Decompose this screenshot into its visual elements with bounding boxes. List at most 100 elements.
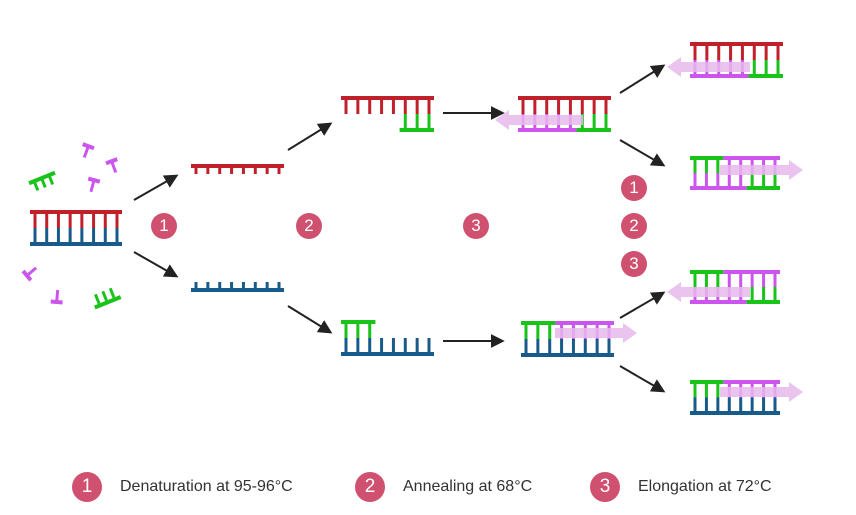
base-pair-rung	[750, 287, 754, 302]
extension-arrow	[667, 57, 750, 77]
base-pair-rung	[536, 339, 540, 355]
base-pair-rung	[762, 173, 766, 188]
base-pair-rung	[704, 173, 708, 188]
strand-backbone	[690, 42, 783, 46]
base-pair-rung	[68, 228, 72, 244]
base-pair-rung	[68, 212, 72, 228]
base-pair-rung	[580, 98, 584, 114]
base-pair-rung	[45, 212, 49, 228]
base-pair-rung	[92, 228, 96, 244]
base-pair-rung	[415, 114, 419, 130]
base-pair-rung	[604, 98, 608, 114]
base-pair-rung	[693, 173, 697, 188]
free-nucleotide	[21, 266, 38, 282]
base-pair-rung	[776, 44, 780, 60]
legend-label: Annealing at 68°C	[403, 478, 533, 495]
base-pair-rung	[560, 339, 564, 355]
base-pair-rung	[344, 322, 348, 338]
base-pair-rung	[729, 44, 733, 60]
primer-rung	[32, 180, 40, 192]
strand-backbone	[521, 353, 614, 357]
legend-badge: 2	[355, 472, 385, 502]
extension-arrow-left	[667, 282, 750, 302]
base-pair-rung	[536, 323, 540, 339]
base-pair-rung	[403, 98, 407, 114]
strand-backbone	[341, 96, 434, 100]
base-pair-rung	[693, 44, 697, 60]
strand-backbone	[30, 242, 122, 246]
legend-badge: 1	[72, 472, 102, 502]
nucleotide-top	[105, 157, 118, 166]
strand-backbone	[746, 186, 780, 190]
strand-backbone	[723, 156, 780, 160]
base-pair-rung	[218, 166, 222, 174]
base-pair-rung	[704, 382, 708, 398]
base-pair-rung	[716, 158, 720, 173]
base-pair-rung	[524, 339, 528, 355]
strand-backbone	[690, 380, 724, 384]
base-pair-rung	[752, 44, 756, 60]
base-pair-rung	[750, 173, 754, 188]
strand-backbone	[723, 380, 780, 384]
base-pair-rung	[253, 282, 257, 290]
base-pair-rung	[557, 98, 561, 114]
base-pair-rung	[716, 272, 720, 287]
strand-backbone	[518, 96, 611, 100]
nucleotide-top	[87, 176, 101, 184]
strand-backbone	[30, 210, 122, 214]
strand-backbone	[690, 186, 747, 190]
base-pair-rung	[776, 60, 780, 76]
single-strand-top	[191, 164, 284, 174]
base-pair-rung	[727, 272, 731, 287]
step-badge-annealing: 2	[296, 213, 322, 239]
base-pair-rung	[571, 339, 575, 355]
free-primer	[28, 170, 56, 192]
extension-arrow	[555, 323, 637, 343]
base-pair-rung	[704, 397, 708, 413]
base-pair-rung	[368, 98, 372, 114]
strand-backbone	[690, 156, 724, 160]
base-pair-rung	[194, 282, 198, 290]
primer-rung	[40, 177, 47, 189]
base-pair-rung	[92, 212, 96, 228]
base-pair-rung	[693, 272, 697, 287]
single-strand-bottom	[191, 282, 284, 292]
base-pair-rung	[716, 382, 720, 398]
extension-arrow	[667, 282, 750, 302]
legend-item-elongation: 3 Elongation at 72°C	[590, 472, 772, 502]
cycle-badge-2: 2	[621, 213, 647, 239]
base-pair-rung	[548, 339, 552, 355]
product-1	[690, 42, 783, 78]
base-pair-rung	[716, 397, 720, 413]
primer-backbone	[94, 295, 122, 310]
step-badge-elongation: 3	[463, 213, 489, 239]
base-pair-rung	[265, 166, 269, 174]
base-pair-rung	[356, 322, 360, 338]
strand-backbone	[555, 321, 614, 325]
arrow-product-1	[619, 64, 666, 94]
strand-backbone	[746, 300, 780, 304]
arrow-denaturation-top	[133, 174, 179, 201]
base-pair-rung	[524, 323, 528, 339]
strand-backbone	[576, 128, 611, 132]
base-pair-rung	[277, 166, 281, 174]
base-pair-rung	[80, 228, 84, 244]
elongating-strand-top	[518, 96, 611, 132]
base-pair-rung	[762, 287, 766, 302]
base-pair-rung	[241, 282, 245, 290]
base-pair-rung	[595, 339, 599, 355]
base-pair-rung	[368, 338, 372, 354]
strand-backbone	[518, 128, 577, 132]
legend-badge: 3	[590, 472, 620, 502]
base-pair-rung	[368, 322, 372, 338]
base-pair-rung	[704, 158, 708, 173]
cycle-badge-3: 3	[621, 251, 647, 277]
template-dsdna	[30, 210, 122, 246]
nucleotide-stem	[55, 289, 60, 303]
base-pair-rung	[403, 114, 407, 130]
base-pair-rung	[206, 282, 210, 290]
strand-backbone	[690, 411, 780, 415]
base-pair-rung	[80, 212, 84, 228]
nucleotide-stem	[110, 160, 118, 174]
base-pair-rung	[194, 166, 198, 174]
